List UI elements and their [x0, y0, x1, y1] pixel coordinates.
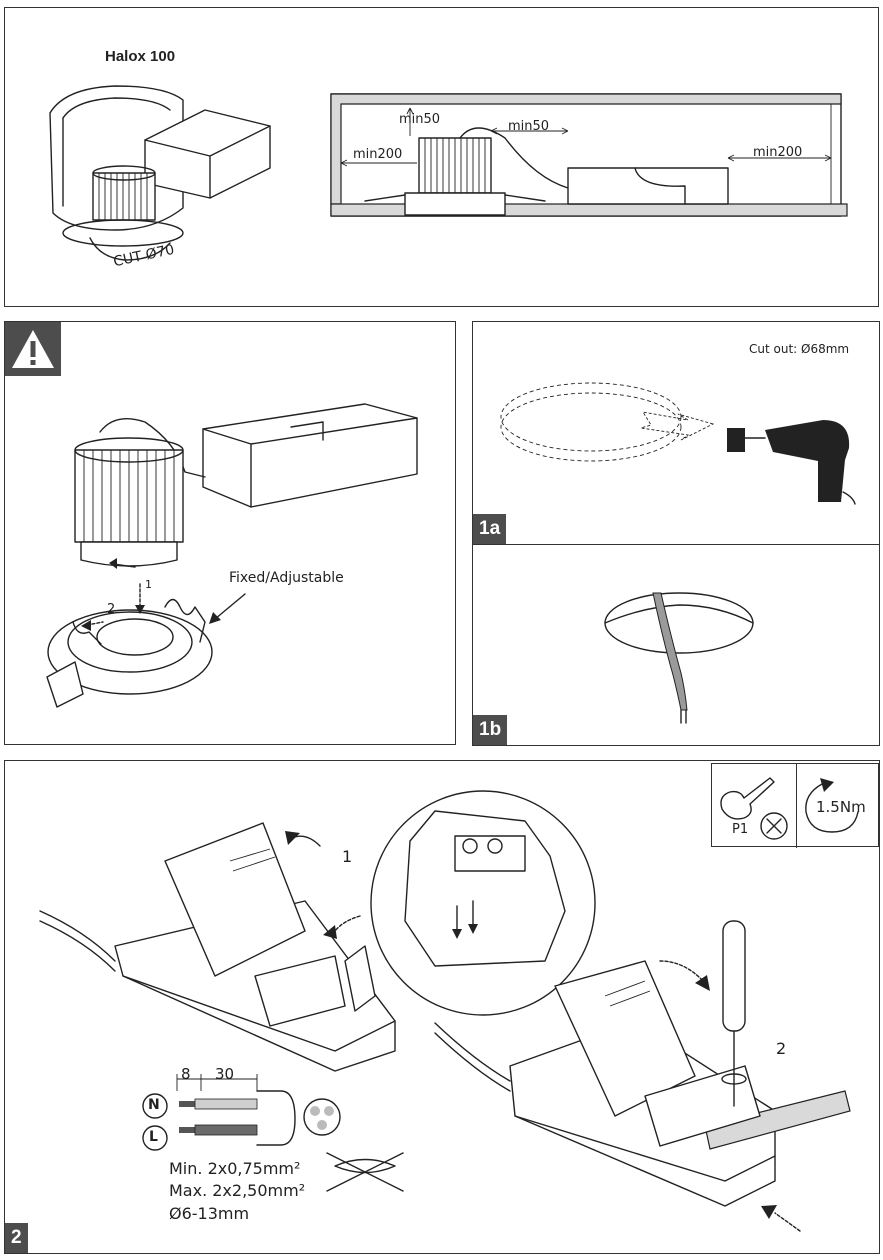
product-name: Halox 100 [105, 48, 176, 65]
installation-overview-panel: Halox 100 CUT Ø70 [4, 7, 879, 307]
drill-cutout-drawing [500, 382, 856, 505]
step-2-tag: 2 [5, 1223, 28, 1253]
strip-length-30: 30 [215, 1065, 235, 1083]
wiring-panel-2: P1 1.5Nm [4, 760, 880, 1254]
dimension-min50-horizontal: min50 [508, 119, 550, 134]
live-label: L [149, 1129, 158, 1145]
cutout-panel-1a: Cut out: Ø68mm 1a [472, 321, 880, 545]
step-1-number: 1 [145, 578, 152, 591]
step-1-number-open-lid: 1 [342, 847, 353, 866]
torque-icon [805, 778, 859, 833]
dimension-min200-right: min200 [753, 145, 803, 160]
luminaire-perspective-drawing [49, 85, 271, 261]
tool-size-label: P1 [732, 822, 749, 837]
max-wire-size: Max. 2x2,50mm² [169, 1181, 306, 1200]
ceiling-clearance-diagram [330, 93, 848, 217]
fixed-adjustable-caption: Fixed/Adjustable [229, 570, 344, 586]
torque-value-label: 1.5Nm [816, 798, 866, 816]
driver-terminal-drawing [39, 790, 851, 1232]
warning-triangle-icon [5, 322, 61, 376]
tool-requirements-box: P1 1.5Nm [711, 763, 879, 848]
step-1b-tag: 1b [473, 715, 508, 745]
neutral-label: N [148, 1097, 160, 1113]
step-1a-tag: 1a [473, 514, 507, 544]
screwdriver-icon [720, 777, 788, 840]
step-2-number: 2 [107, 602, 116, 617]
cable-pull-panel-1b: 1b [472, 544, 880, 746]
cable-diameter-range: Ø6-13mm [169, 1204, 250, 1223]
module-driver-ring-drawing [46, 403, 418, 708]
strip-length-8: 8 [181, 1065, 191, 1083]
min-wire-size: Min. 2x0,75mm² [169, 1159, 301, 1178]
dimension-min200-left: min200 [353, 147, 403, 162]
cable-through-hole-drawing [604, 592, 754, 724]
dimension-min50-vertical: min50 [399, 112, 441, 127]
step-2-number-tighten: 2 [776, 1039, 787, 1058]
cutout-diameter-text: Cut out: Ø68mm [749, 342, 850, 356]
warning-assembly-panel: Fixed/Adjustable 1 2 [4, 321, 456, 745]
